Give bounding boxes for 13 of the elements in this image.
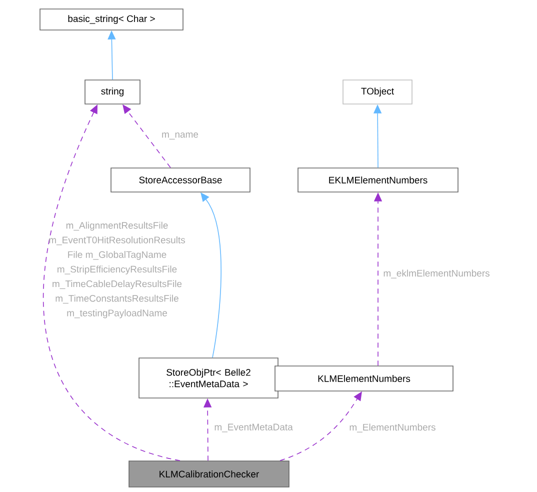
edge-label: m_ElementNumbers xyxy=(348,422,437,434)
edge-label: m_EventMetaData xyxy=(213,422,294,434)
class-box: KLMCalibrationChecker xyxy=(128,460,290,488)
class-box: EKLMElementNumbers xyxy=(298,168,458,192)
class-box: string xyxy=(84,80,140,104)
class-box: TObject xyxy=(342,80,412,104)
edge-label: m_eklmElementNumbers xyxy=(382,268,491,280)
class-box: StoreObjPtr< Belle2 ::EventMetaData > xyxy=(138,358,278,398)
edge-label: m_name xyxy=(160,132,200,140)
class-box: basic_string< Char > xyxy=(40,8,184,30)
class-box: KLMElementNumbers xyxy=(274,366,454,392)
class-box: StoreAccessorBase xyxy=(110,168,250,192)
edge-label: m_AlignmentResultsFile m_EventT0HitResolutionResults File m_GlobalTagName m_StripEfficiencyResultsFile m_TimeCableDelayResultsFile m_TimeConstantsResultsFile m_testingPayloadName xyxy=(49,220,186,320)
